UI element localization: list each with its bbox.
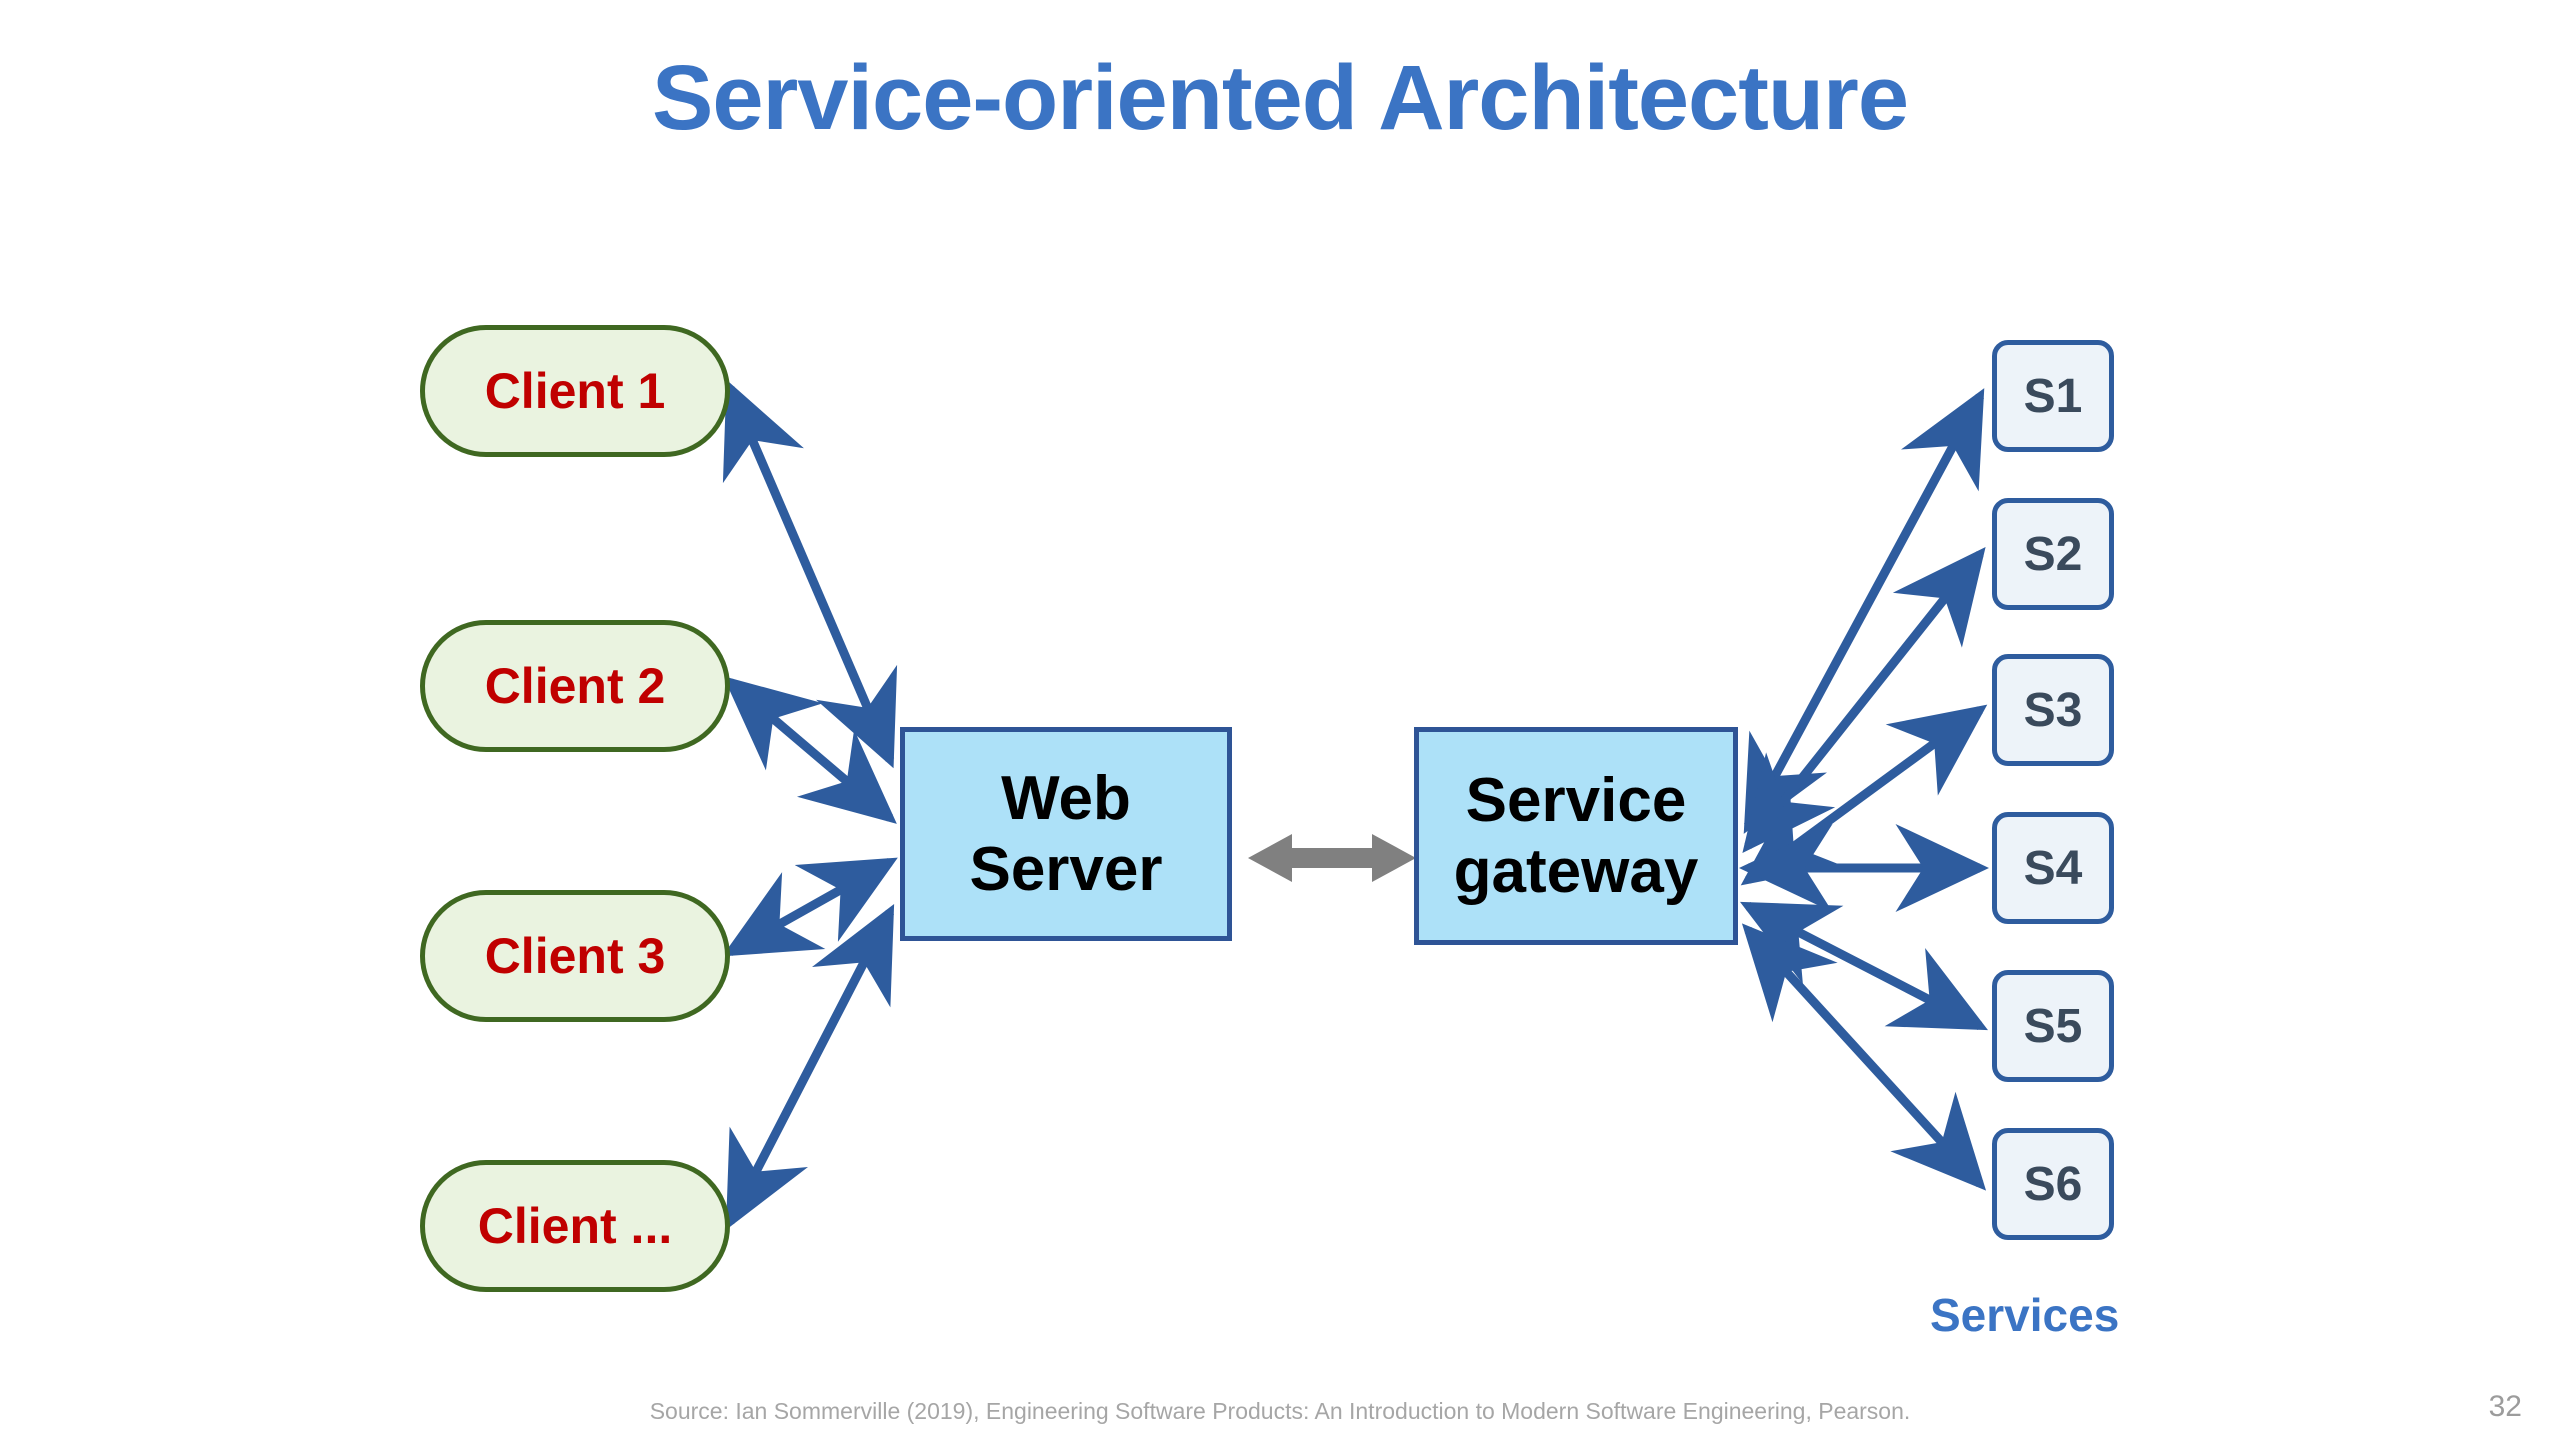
service-node-s1[interactable]: S1: [1992, 340, 2114, 452]
service-gateway-label-line1: Service: [1465, 765, 1687, 835]
connector-gateway-s2: [1742, 546, 1986, 854]
page-number: 32: [2488, 1390, 2522, 1423]
service-node-s2[interactable]: S2: [1992, 498, 2114, 610]
client-node-3[interactable]: Client 3: [420, 890, 730, 1022]
client-node-label: Client 1: [484, 363, 666, 419]
service-node-label: S3: [2023, 683, 2083, 737]
service-node-label: S5: [2023, 999, 2083, 1053]
services-group-caption: Services: [1930, 1289, 2120, 1341]
page-title: Service-oriented Architecture: [651, 47, 1909, 149]
service-gateway-node[interactable]: Service gateway: [1414, 727, 1738, 945]
service-node-s3[interactable]: S3: [1992, 654, 2114, 766]
service-node-label: S1: [2023, 369, 2083, 423]
connector-client2-webserver: [723, 676, 897, 824]
connector-webserver-gateway: [1248, 834, 1416, 882]
connector-gateway-s6: [1741, 923, 1987, 1191]
service-node-s4[interactable]: S4: [1992, 812, 2114, 924]
connector-client1-webserver: [722, 379, 898, 769]
connector-gateway-s3: [1740, 704, 1988, 886]
service-node-label: S6: [2023, 1157, 2083, 1211]
service-node-label: S2: [2023, 527, 2083, 581]
connector-gateway-s5: [1740, 901, 1988, 1031]
web-server-label-line2: Server: [969, 835, 1163, 904]
connector-gateway-s1: [1743, 388, 1985, 834]
service-node-s6[interactable]: S6: [1992, 1128, 2114, 1240]
service-gateway-label-line2: gateway: [1453, 837, 1699, 906]
client-node-label: Client 2: [484, 658, 666, 714]
client-node-2[interactable]: Client 2: [420, 620, 730, 752]
connector-client3-webserver: [722, 857, 898, 957]
web-server-label-line1: Web: [1001, 763, 1131, 833]
source-citation: Source: Ian Sommerville (2019), Engineer…: [649, 1398, 1911, 1424]
client-node-label: Client 3: [484, 928, 666, 984]
client-node-more[interactable]: Client ...: [420, 1160, 730, 1292]
web-server-node[interactable]: Web Server: [900, 727, 1232, 941]
service-node-s5[interactable]: S5: [1992, 970, 2114, 1082]
client-node-1[interactable]: Client 1: [420, 325, 730, 457]
service-node-label: S4: [2023, 841, 2083, 895]
connector-clientN-webserver: [725, 904, 895, 1230]
client-node-label: Client ...: [477, 1198, 673, 1254]
